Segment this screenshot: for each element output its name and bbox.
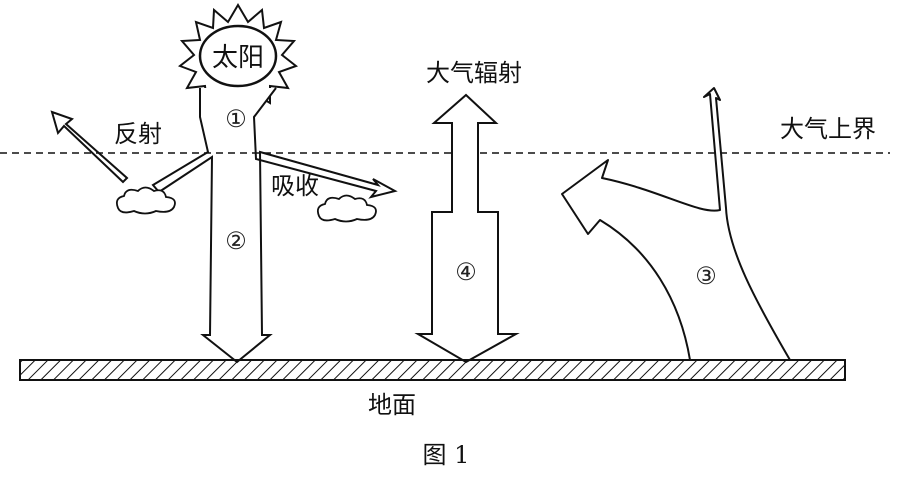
ground-label: 地面 (368, 391, 416, 419)
cloud-left-icon (115, 186, 176, 215)
marker-3: ③ (695, 262, 717, 290)
sun: 太阳 (177, 3, 299, 113)
marker-4: ④ (455, 258, 477, 286)
marker-2: ② (225, 227, 247, 255)
figure-caption: 图 1 (423, 441, 470, 469)
ground-surface (19, 359, 846, 381)
upper-atmosphere-boundary-label: 大气上界 (780, 115, 876, 143)
absorption-label: 吸收 (271, 172, 319, 200)
reflection-label: 反射 (114, 120, 162, 148)
sun-disc (198, 24, 278, 88)
solar-radiation-beam (151, 87, 398, 364)
reflection-arrow (50, 110, 129, 184)
cloud-right-icon (316, 194, 377, 223)
sun-label: 太阳 (212, 43, 264, 73)
marker-1: ① (225, 105, 247, 133)
atmospheric-radiation-label: 大气辐射 (426, 59, 522, 87)
atmospheric-radiation-arrow (414, 93, 520, 364)
ground-radiation-arrow (561, 87, 791, 361)
